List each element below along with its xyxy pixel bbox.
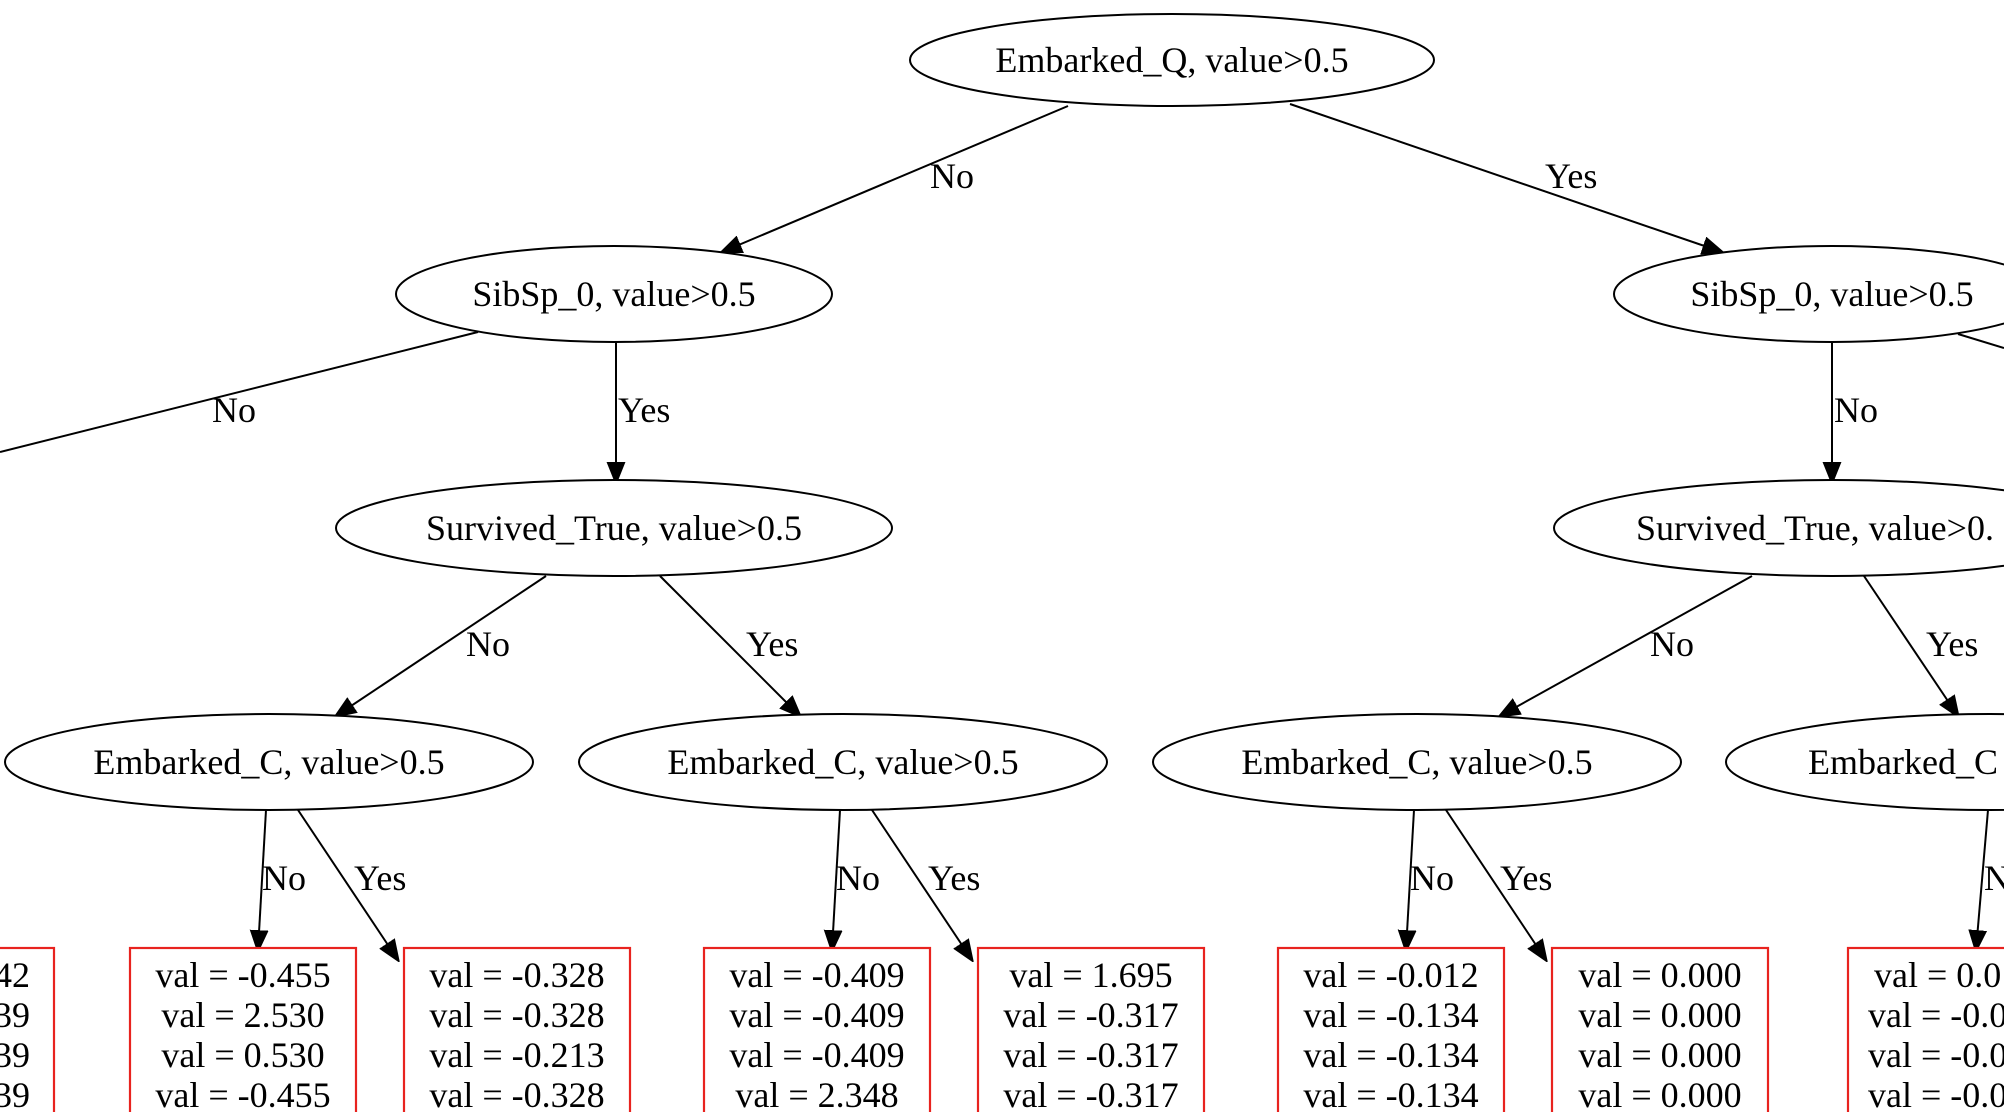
leaf-7-line-4: val = -0.0: [1868, 1075, 2004, 1112]
leaf-6-line-4: val = 0.000: [1578, 1075, 1741, 1112]
leaf-1-line-1: val = -0.455: [155, 955, 330, 995]
node-embarked-c-1: Embarked_C, value>0.5: [4, 713, 534, 811]
edge-ec3-no: [1406, 809, 1414, 950]
node-embarked-c-2: Embarked_C, value>0.5: [578, 713, 1108, 811]
node-embarked-c-3-label: Embarked_C, value>0.5: [1241, 742, 1592, 782]
edge-label-right-survived-yes: Yes: [1926, 624, 1978, 664]
leaf-5-line-3: val = -0.134: [1303, 1035, 1478, 1075]
leaf-3-line-1: val = -0.409: [729, 955, 904, 995]
edge-label-ec1-yes: Yes: [354, 858, 406, 898]
leaf-2-line-4: val = -0.328: [429, 1075, 604, 1112]
edge-label-ec3-no: No: [1410, 858, 1454, 898]
node-right-survived-label: Survived_True, value>0.: [1636, 508, 1994, 548]
leaf-4-line-3: val = -0.317: [1003, 1035, 1178, 1075]
edge-root-no: [722, 105, 1069, 252]
leaf-3: val = -0.409 val = -0.409 val = -0.409 v…: [702, 946, 932, 1112]
edge-label-left-survived-no: No: [466, 624, 510, 664]
edge-ec1-no: [258, 809, 266, 950]
edge-label-left-sibsp-yes: Yes: [618, 390, 670, 430]
edges: [0, 103, 2004, 960]
edge-label-ec3-yes: Yes: [1500, 858, 1552, 898]
leaf-3-line-4: val = 2.348: [735, 1075, 898, 1112]
leaf-1-line-4: val = -0.455: [155, 1075, 330, 1112]
edge-ec3-yes: [1445, 809, 1546, 960]
edge-labels: No Yes No Yes No No Yes No Yes No Yes No…: [212, 156, 2004, 898]
node-embarked-c-4: Embarked_C: [1725, 713, 2004, 811]
edge-label-right-survived-no: No: [1650, 624, 1694, 664]
edge-ec4-no: [1976, 809, 1989, 950]
leaf-0-line-1: 42: [0, 955, 30, 995]
leaf-6-line-2: val = 0.000: [1578, 995, 1741, 1035]
leaf-7-line-2: val = -0.0: [1868, 995, 2004, 1035]
leaf-1-line-2: val = 2.530: [161, 995, 324, 1035]
edge-left-survived-yes: [659, 575, 800, 716]
leaf-4-line-2: val = -0.317: [1003, 995, 1178, 1035]
leaf-6: val = 0.000 val = 0.000 val = 0.000 val …: [1550, 946, 1770, 1112]
edge-root-yes: [1289, 103, 1722, 252]
leaf-5-line-2: val = -0.134: [1303, 995, 1478, 1035]
edge-label-ec1-no: No: [262, 858, 306, 898]
leaf-1: val = -0.455 val = 2.530 val = 0.530 val…: [128, 946, 358, 1112]
edge-right-sibsp-yes: [1957, 333, 2004, 349]
leaf-6-line-3: val = 0.000: [1578, 1035, 1741, 1075]
edge-label-root-no: No: [930, 156, 974, 196]
leaf-3-line-2: val = -0.409: [729, 995, 904, 1035]
leaf-2-line-1: val = -0.328: [429, 955, 604, 995]
leaf-4: val = 1.695 val = -0.317 val = -0.317 va…: [976, 946, 1206, 1112]
leaf-5: val = -0.012 val = -0.134 val = -0.134 v…: [1276, 946, 1506, 1112]
leaf-0-line-2: 39: [0, 995, 30, 1035]
edge-label-right-sibsp-no: No: [1834, 390, 1878, 430]
leaf-0-line-3: 39: [0, 1035, 30, 1075]
edge-label-root-yes: Yes: [1545, 156, 1597, 196]
leaf-7-line-1: val = 0.0: [1874, 955, 2001, 995]
leaf-7-line-3: val = -0.0: [1868, 1035, 2004, 1075]
edge-left-sibsp-no: [0, 331, 479, 453]
edge-left-survived-no: [336, 575, 547, 716]
node-root-label: Embarked_Q, value>0.5: [995, 40, 1348, 80]
leaf-7: val = 0.0 val = -0.0 val = -0.0 val = -0…: [1846, 946, 2004, 1112]
node-embarked-c-2-label: Embarked_C, value>0.5: [667, 742, 1018, 782]
node-embarked-c-3: Embarked_C, value>0.5: [1152, 713, 1682, 811]
edge-right-survived-yes: [1863, 575, 1958, 716]
edge-label-ec4-no: N: [1984, 858, 2004, 898]
node-left-sibsp-label: SibSp_0, value>0.5: [472, 274, 755, 314]
leaf-4-line-1: val = 1.695: [1009, 955, 1172, 995]
node-right-survived: Survived_True, value>0.: [1553, 479, 2004, 577]
leaf-2-line-2: val = -0.328: [429, 995, 604, 1035]
node-embarked-c-4-label: Embarked_C: [1808, 742, 1998, 782]
leaf-6-line-1: val = 0.000: [1578, 955, 1741, 995]
edge-label-ec2-yes: Yes: [928, 858, 980, 898]
edge-ec2-no: [832, 809, 840, 950]
node-right-sibsp: SibSp_0, value>0.5: [1613, 245, 2004, 343]
node-left-sibsp: SibSp_0, value>0.5: [395, 245, 833, 343]
leaf-0-line-4: 39: [0, 1075, 30, 1112]
node-right-sibsp-label: SibSp_0, value>0.5: [1690, 274, 1973, 314]
edge-label-left-survived-yes: Yes: [746, 624, 798, 664]
leaf-3-line-3: val = -0.409: [729, 1035, 904, 1075]
edge-right-survived-no: [1500, 575, 1753, 716]
leaf-4-line-4: val = -0.317: [1003, 1075, 1178, 1112]
node-left-survived: Survived_True, value>0.5: [335, 479, 893, 577]
node-root: Embarked_Q, value>0.5: [909, 13, 1435, 107]
node-left-survived-label: Survived_True, value>0.5: [426, 508, 802, 548]
leaf-2: val = -0.328 val = -0.328 val = -0.213 v…: [402, 946, 632, 1112]
leaf-2-line-3: val = -0.213: [429, 1035, 604, 1075]
leaf-5-line-1: val = -0.012: [1303, 955, 1478, 995]
edge-ec1-yes: [297, 809, 398, 960]
node-embarked-c-1-label: Embarked_C, value>0.5: [93, 742, 444, 782]
edge-label-left-sibsp-no: No: [212, 390, 256, 430]
leaf-5-line-4: val = -0.134: [1303, 1075, 1478, 1112]
leaf-1-line-3: val = 0.530: [161, 1035, 324, 1075]
edge-label-ec2-no: No: [836, 858, 880, 898]
edge-ec2-yes: [871, 809, 972, 960]
leaf-0: 42 39 39 39: [0, 946, 56, 1112]
